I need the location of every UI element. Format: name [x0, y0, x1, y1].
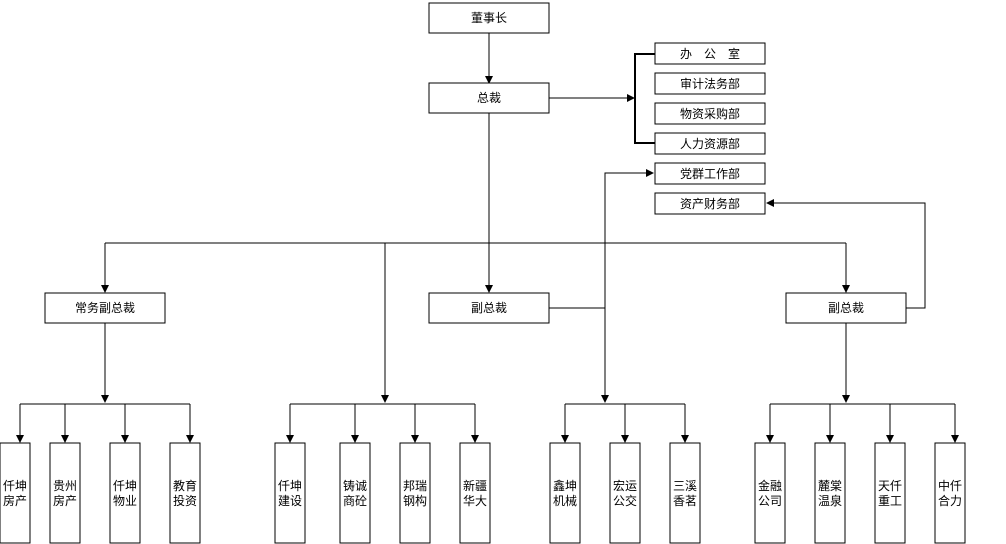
company-node: 邦瑞 钢构: [399, 442, 431, 544]
node-vp-right: 副总裁: [785, 292, 907, 324]
department-node: 审计法务部: [654, 72, 766, 95]
department-node: 党群工作部: [654, 162, 766, 185]
company-label-line2: 公交: [613, 493, 637, 508]
department-label: 人力资源部: [680, 136, 740, 151]
company-node: 贵州 房产: [49, 442, 81, 544]
company-node: 麓棠 温泉: [814, 442, 846, 544]
company-label-line2: 房产: [53, 493, 77, 508]
company-label-line1: 新疆: [463, 478, 487, 493]
company-label-line1: 贵州: [53, 479, 77, 493]
company-label-line2: 建设: [278, 494, 302, 508]
company-node: 仟坤 物业: [109, 442, 141, 544]
company-label-line2: 香茗: [673, 494, 697, 508]
company-label-line2: 投资: [173, 493, 197, 508]
company-label-line1: 邦瑞: [403, 479, 427, 493]
node-vp-right-label: 副总裁: [828, 301, 864, 315]
company-label-line1: 仟坤: [3, 478, 27, 493]
company-label-line2: 钢构: [403, 493, 427, 508]
company-label-line2: 华大: [463, 494, 487, 508]
company-label-line2: 物业: [113, 494, 137, 508]
node-president-label: 总裁: [477, 91, 501, 105]
node-vp-center: 副总裁: [428, 292, 550, 324]
node-chairman-label: 董事长: [471, 11, 507, 25]
company-label-line1: 鑫坤: [553, 478, 577, 493]
node-chairman: 董事长: [428, 2, 550, 34]
connectors: [16, 33, 959, 443]
node-executive-vp-label: 常务副总裁: [75, 300, 135, 315]
company-label-line1: 天仟: [878, 479, 902, 493]
company-label-line1: 麓棠: [818, 479, 842, 493]
company-node: 中仟 合力: [934, 442, 966, 544]
department-label: 审计法务部: [680, 76, 740, 91]
company-label-line2: 公司: [758, 494, 782, 508]
department-node: 资产财务部: [654, 192, 766, 215]
company-label-line2: 商砼: [343, 493, 367, 508]
company-label-line1: 金融: [758, 478, 782, 493]
department-label: 办 公 室: [680, 46, 740, 61]
company-node: 教育 投资: [169, 442, 201, 544]
company-label-line2: 房产: [3, 493, 27, 508]
company-label-line1: 仟坤: [113, 478, 137, 493]
company-label-line1: 三溪: [673, 479, 697, 493]
company-label-line2: 合力: [938, 493, 962, 508]
node-vp-center-label: 副总裁: [471, 301, 507, 315]
company-node: 仟坤 房产: [0, 442, 31, 544]
company-label-line2: 重工: [878, 494, 902, 508]
company-node: 三溪 香茗: [669, 442, 701, 544]
company-node: 宏运 公交: [609, 442, 641, 544]
company-node: 鑫坤 机械: [549, 442, 581, 544]
company-node: 天仟 重工: [874, 442, 906, 544]
company-list: 仟坤 房产 贵州 房产 仟坤 物业 教育 投资 仟坤 建设 铸诚 商砼: [0, 442, 966, 544]
company-node: 金融 公司: [754, 442, 786, 544]
company-label-line2: 温泉: [818, 494, 842, 508]
company-node: 新疆 华大: [459, 442, 491, 544]
company-label-line1: 教育: [173, 478, 197, 493]
node-president: 总裁: [428, 82, 550, 114]
node-executive-vp: 常务副总裁: [44, 292, 166, 324]
department-node: 办 公 室: [654, 42, 766, 65]
company-label-line2: 机械: [553, 493, 577, 508]
company-node: 铸诚 商砼: [339, 442, 371, 544]
company-label-line1: 仟坤: [278, 478, 302, 493]
department-list: 办 公 室 审计法务部 物资采购部 人力资源部 党群工作部 资产财务部: [654, 42, 766, 215]
department-node: 物资采购部: [654, 102, 766, 125]
company-label-line1: 中仟: [938, 478, 962, 493]
department-label: 党群工作部: [680, 166, 740, 181]
department-node: 人力资源部: [654, 132, 766, 155]
company-label-line1: 宏运: [613, 478, 637, 493]
company-node: 仟坤 建设: [274, 442, 306, 544]
department-label: 资产财务部: [680, 196, 740, 211]
company-label-line1: 铸诚: [343, 478, 367, 493]
department-label: 物资采购部: [680, 106, 740, 121]
